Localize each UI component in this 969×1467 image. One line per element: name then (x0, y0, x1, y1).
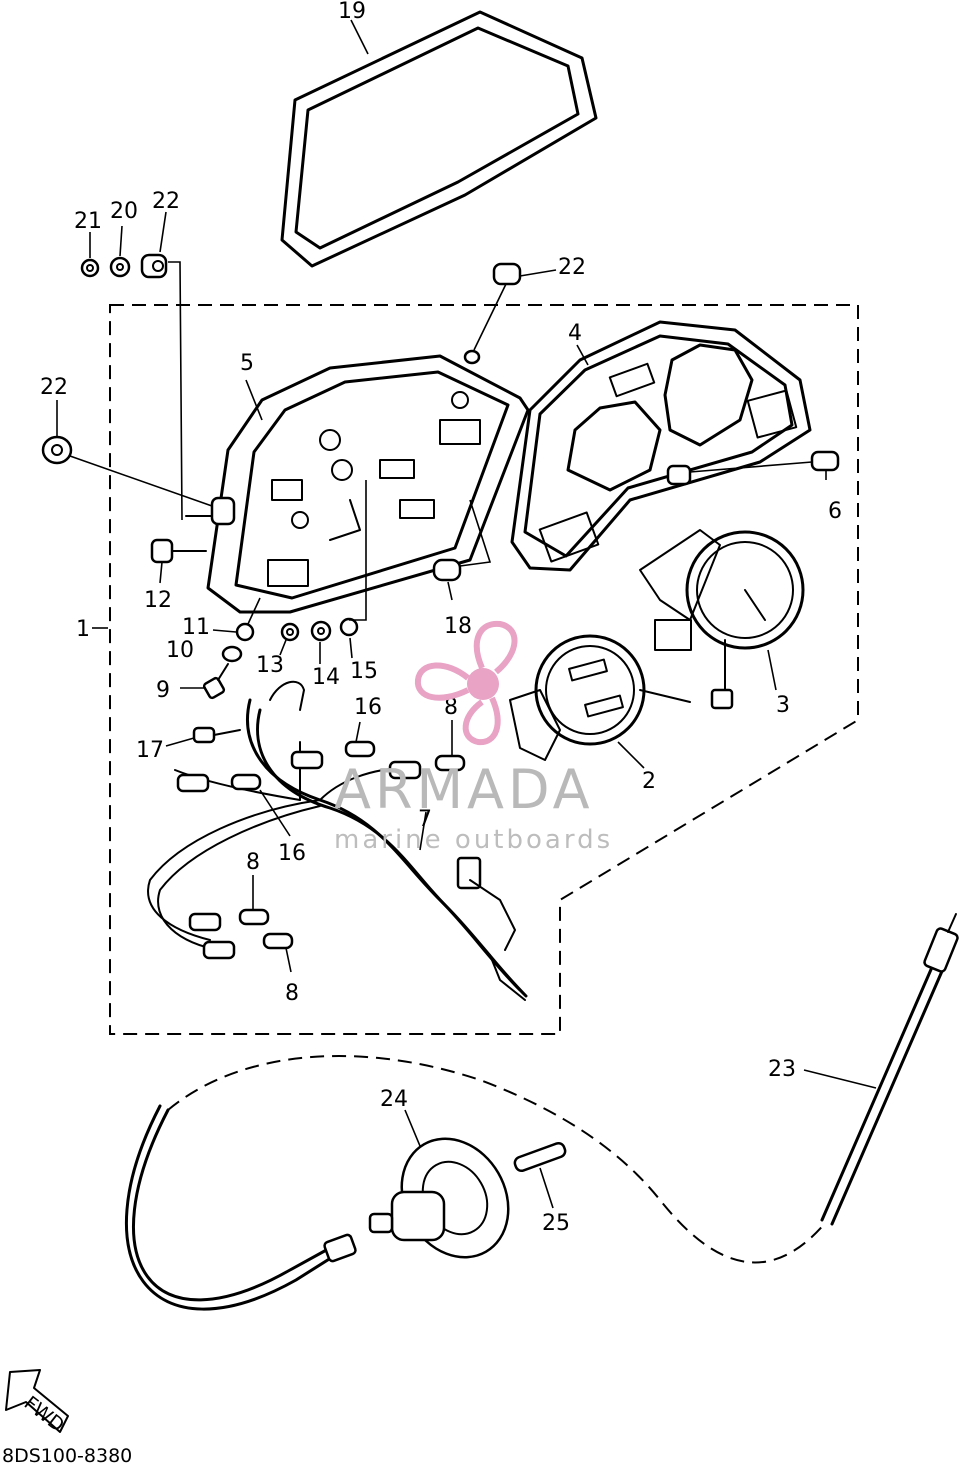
callout-17: 17 (136, 738, 164, 763)
part-10-washer (221, 645, 243, 663)
callout-23: 23 (768, 1057, 796, 1082)
cable-routing-line (167, 1055, 827, 1264)
part-15-nut (339, 617, 359, 637)
bulb-socket-1 (176, 773, 262, 793)
callout-1: 1 (76, 617, 90, 642)
callout-13: 13 (256, 653, 284, 678)
part-22-grommet-top-left (140, 253, 168, 279)
part-18-grommet (432, 558, 462, 582)
part-6-bulb (810, 450, 840, 472)
callout-8-upper: 8 (444, 695, 458, 720)
propeller-logo-icon (414, 620, 518, 746)
callout-22-left: 22 (40, 375, 68, 400)
callout-11: 11 (182, 615, 210, 640)
callout-8-lower-bottom: 8 (285, 981, 299, 1006)
part-17-bulb (192, 726, 241, 744)
bulb-socket-2 (290, 740, 376, 770)
bulb-socket-5 (202, 932, 294, 960)
callout-14: 14 (312, 665, 340, 690)
part-7-wire-harness (147, 680, 528, 1001)
part-22-grommet-left (41, 435, 73, 465)
part-4-meter-panel (463, 320, 812, 572)
assembly-1-boundary (109, 304, 859, 1035)
callout-4: 4 (568, 321, 582, 346)
watermark-subtitle: marine outboards (334, 825, 613, 855)
callout-21: 21 (74, 209, 102, 234)
part-11-nut (235, 622, 255, 642)
callout-25: 25 (542, 1211, 570, 1236)
callout-22-top-right: 22 (558, 255, 586, 280)
armada-watermark: ARMADA marine outboards (334, 620, 613, 855)
callout-5: 5 (240, 351, 254, 376)
callout-10: 10 (166, 638, 194, 663)
part-22-grommet-top-right (492, 262, 522, 286)
callout-6: 6 (828, 499, 842, 524)
part-23-speedometer-cable (125, 913, 959, 1311)
watermark-title: ARMADA (334, 758, 594, 821)
diagram-code: 8DS100-8380 (2, 1445, 132, 1467)
callout-15: 15 (350, 659, 378, 684)
bulb-socket-3 (388, 754, 466, 780)
callout-labels: 19 21 20 22 22 22 5 4 6 12 1 11 10 13 14… (40, 0, 842, 1236)
part-24-meter-gear-unit (323, 1137, 510, 1263)
callout-24: 24 (380, 1087, 408, 1112)
part-9-screw (202, 663, 229, 700)
part-3-tachometer (639, 529, 805, 710)
leader-lines (56, 19, 877, 1209)
part-19-gasket (280, 10, 598, 268)
part-12-screw (150, 538, 207, 564)
callout-7: 7 (418, 807, 432, 832)
callout-16-upper: 16 (354, 695, 382, 720)
callout-16-lower: 16 (278, 841, 306, 866)
callout-22-top-left: 22 (152, 189, 180, 214)
part-13-nut (280, 622, 300, 642)
fwd-arrow-icon: FWD (5, 1369, 69, 1437)
callout-9: 9 (156, 678, 170, 703)
part-20-washer (109, 256, 131, 278)
callout-20: 20 (110, 199, 138, 224)
callout-12: 12 (144, 588, 172, 613)
callout-19: 19 (338, 0, 366, 24)
case-mount-boss (185, 496, 236, 526)
part-21-nut (80, 258, 100, 278)
callout-2: 2 (642, 769, 656, 794)
part-14-washer (310, 620, 332, 642)
panel-bulb-socket (666, 464, 692, 486)
bulb-socket-4 (188, 908, 270, 932)
callout-8-lower-left: 8 (246, 850, 260, 875)
part-25-pin (513, 1141, 567, 1173)
callout-18: 18 (444, 614, 472, 639)
callout-3: 3 (776, 693, 790, 718)
part-5-meter-case (206, 354, 530, 614)
part-2-speedometer (509, 634, 691, 761)
